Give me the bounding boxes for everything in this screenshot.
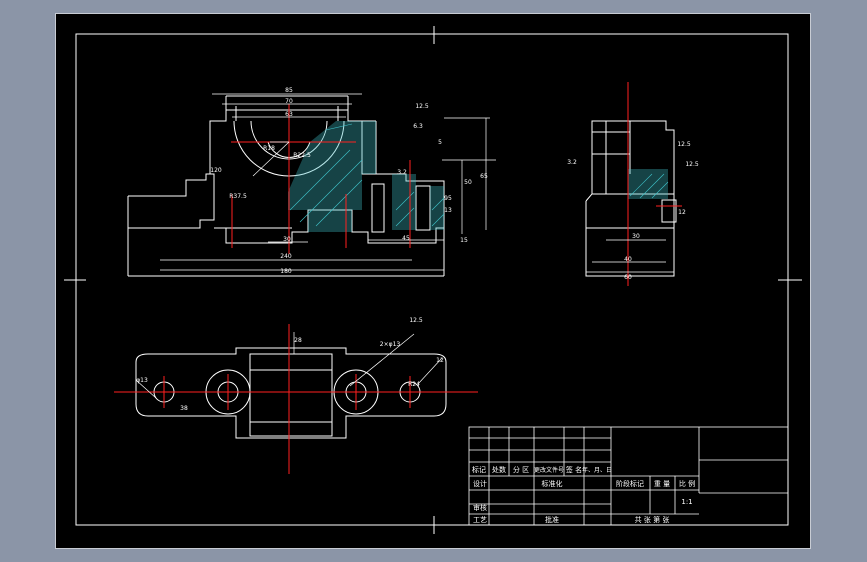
dim-13: 13 (444, 207, 452, 214)
tb-date: 年、月、日 (582, 466, 612, 474)
top-dim-12: 12 (436, 357, 444, 364)
dim-65: 65 (480, 173, 488, 180)
tb-standard: 标准化 (542, 479, 563, 488)
side-view: 3.2 12.5 30 40 60 12.5 12 (567, 82, 699, 286)
top-dim-2phi13: 2×φ13 (380, 341, 401, 348)
top-dim-r24: R24 (408, 381, 420, 388)
dim-180: 180 (280, 268, 292, 275)
dim-15: 15 (460, 237, 468, 244)
tb-approve: 批准 (545, 515, 559, 524)
dim-63: 63 (285, 111, 293, 118)
front-view: 85 70 63 120 R22.5 R18 R37.5 30 45 240 1… (127, 87, 496, 277)
dim-50: 50 (464, 179, 472, 186)
side-roughness-12-5: 12.5 (677, 141, 691, 148)
dim-85: 85 (285, 87, 293, 94)
side-dim-30: 30 (632, 233, 640, 240)
tb-count: 处数 (492, 465, 506, 474)
dim-r22-5: R22.5 (293, 152, 311, 159)
top-dim-38: 38 (180, 405, 188, 412)
dim-120: 120 (210, 167, 222, 174)
tb-zone: 分 区 (513, 465, 529, 474)
top-dim-phi13: φ13 (136, 377, 148, 384)
side-dim-12: 12 (678, 209, 686, 216)
tb-signature: 签 名 (566, 465, 582, 474)
title-block: 标记 处数 分 区 更改文件号 签 名 年、月、日 设计 标准化 阶段标记 重 … (468, 426, 789, 526)
side-roughness-3-2: 3.2 (567, 159, 577, 166)
side-roughness-12-5b: 12.5 (685, 161, 699, 168)
dim-30: 30 (283, 236, 291, 243)
dim-70: 70 (285, 98, 293, 105)
tb-review: 审核 (473, 503, 487, 512)
tb-process: 工艺 (473, 516, 487, 524)
tb-weight: 重 量 (654, 480, 670, 488)
side-dim-40: 40 (624, 256, 632, 263)
tb-stage-mark: 阶段标记 (616, 479, 644, 488)
cad-canvas[interactable]: 85 70 63 120 R22.5 R18 R37.5 30 45 240 1… (55, 13, 811, 549)
top-dim-28: 28 (294, 337, 302, 344)
top-view: 28 φ13 38 2×φ13 12.5 R24 12 (114, 317, 478, 474)
dim-5: 5 (438, 139, 442, 146)
dim-95: 95 (444, 195, 452, 202)
tb-scale-value: 1:1 (681, 498, 692, 506)
border-marks (64, 26, 802, 534)
tb-design: 设计 (473, 479, 487, 488)
tb-sheets: 共 张 第 张 (635, 515, 670, 524)
dim-r18: R18 (263, 145, 275, 152)
drawing-border (75, 33, 789, 526)
side-dim-60: 60 (624, 274, 632, 281)
drawing-svg: 85 70 63 120 R22.5 R18 R37.5 30 45 240 1… (64, 26, 802, 534)
tb-scale-label: 比 例 (679, 479, 695, 488)
tb-change-doc: 更改文件号 (534, 466, 564, 474)
dim-45: 45 (402, 235, 410, 242)
roughness-3-2: 3.2 (397, 169, 407, 176)
roughness-12-5: 12.5 (415, 103, 429, 110)
top-roughness-12-5: 12.5 (409, 317, 423, 324)
dim-240: 240 (280, 253, 292, 260)
roughness-6-3: 6.3 (413, 123, 423, 130)
tb-mark: 标记 (472, 465, 486, 474)
dim-r37-5: R37.5 (229, 193, 247, 200)
